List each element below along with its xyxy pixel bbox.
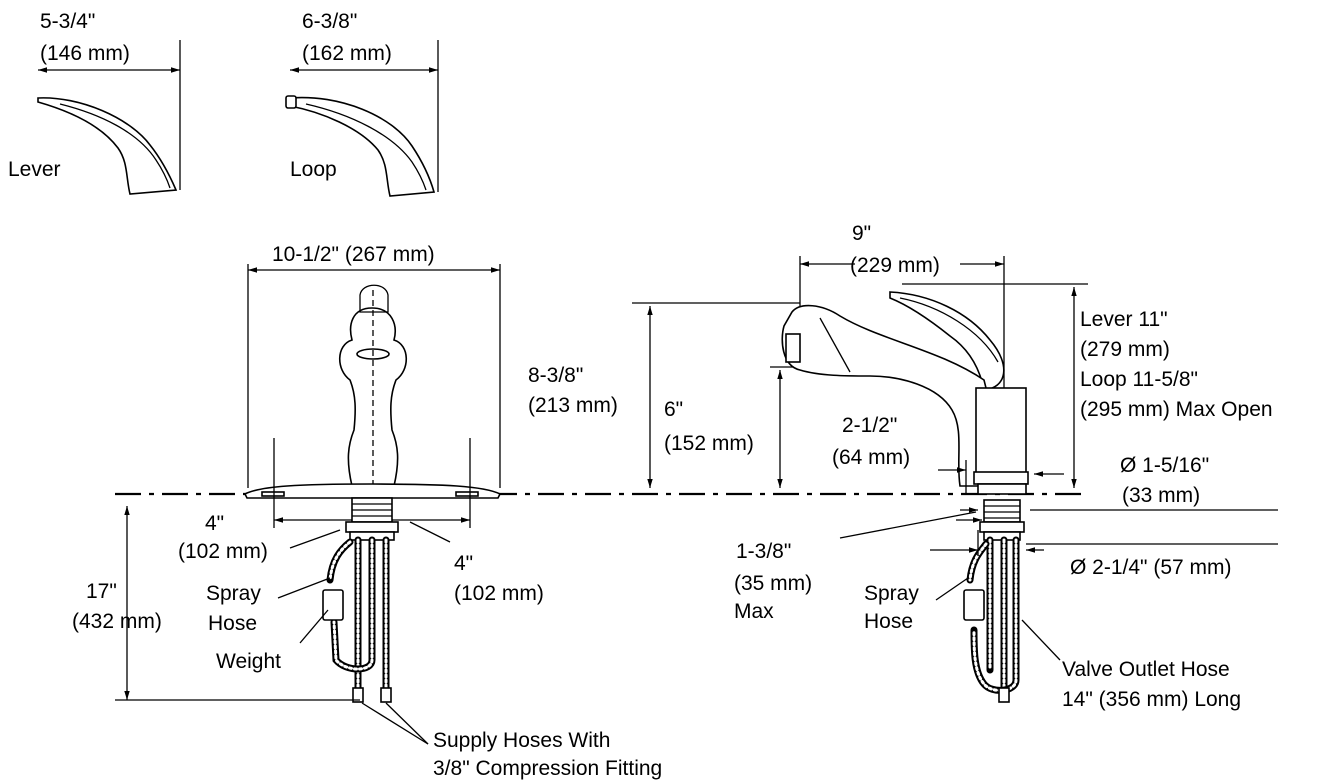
side-spout-height-in: 6" — [664, 398, 683, 421]
side-offset-in: 2-1/2" — [842, 414, 897, 437]
side-base-dia-in: Ø 1-5/16" — [1120, 454, 1209, 477]
side-open-label-1: Lever 11" — [1080, 308, 1168, 331]
side-spout-height-mm: (152 mm) — [664, 432, 754, 455]
lever-handle-icon — [37, 97, 178, 195]
side-open-label-4: (295 mm) Max Open — [1080, 398, 1273, 421]
loop-width-mm: (162 mm) — [302, 42, 392, 65]
side-height-mm: (213 mm) — [528, 394, 618, 417]
loop-handle-icon — [289, 96, 436, 197]
side-open-label-3: Loop 11-5/8" — [1080, 368, 1198, 391]
side-spray-hose-label-2: Hose — [864, 610, 913, 633]
front-right-spacing-in: 4" — [454, 552, 473, 575]
lever-handle-detail: 5-3/4" (146 mm) Lever — [8, 10, 181, 195]
valve-outlet-label-1: Valve Outlet Hose — [1062, 658, 1230, 681]
lever-width-mm: (146 mm) — [40, 42, 130, 65]
side-weight-icon — [963, 589, 985, 621]
side-reach-in: 9" — [852, 222, 871, 245]
side-deck-in: 1-3/8" — [736, 540, 791, 563]
supply-hoses-label-2: 3/8" Compression Fitting — [433, 757, 662, 780]
front-depth-in: 17" — [86, 580, 117, 603]
front-spray-hose-label-2: Hose — [208, 612, 257, 635]
side-view: 8-3/8" (213 mm) 6" (152 mm) 9" (229 mm) … — [528, 222, 1278, 711]
front-depth-mm: (432 mm) — [72, 610, 162, 633]
loop-handle-detail: 6-3/8" (162 mm) Loop — [285, 10, 439, 197]
lever-width-in: 5-3/4" — [40, 10, 95, 33]
side-reach-mm: (229 mm) — [850, 254, 940, 277]
front-view: 10-1/2" (267 mm) — [72, 242, 662, 780]
side-open-label-2: (279 mm) — [1080, 338, 1170, 361]
valve-outlet-label-2: 14" (356 mm) Long — [1062, 688, 1241, 711]
side-base-dia-mm: (33 mm) — [1122, 484, 1200, 507]
loop-width-in: 6-3/8" — [302, 10, 357, 33]
front-spray-hose-label-1: Spray — [206, 582, 261, 605]
plate-width-label: 10-1/2" (267 mm) — [272, 243, 435, 266]
side-spray-hose-label-1: Spray — [864, 582, 919, 605]
side-shank-dia: Ø 2-1/4" (57 mm) — [1070, 556, 1232, 579]
side-deck-max: Max — [734, 600, 774, 623]
front-right-spacing-mm: (102 mm) — [454, 582, 544, 605]
side-deck-mm: (35 mm) — [734, 572, 812, 595]
side-offset-mm: (64 mm) — [832, 446, 910, 469]
lever-label: Lever — [8, 158, 61, 181]
side-height-in: 8-3/8" — [528, 364, 583, 387]
front-left-spacing-in: 4" — [205, 512, 224, 535]
front-weight-label: Weight — [216, 650, 281, 673]
supply-hoses-label-1: Supply Hoses With — [433, 729, 610, 752]
loop-label: Loop — [290, 158, 337, 181]
front-left-spacing-mm: (102 mm) — [178, 540, 268, 563]
front-weight-icon — [322, 589, 344, 621]
